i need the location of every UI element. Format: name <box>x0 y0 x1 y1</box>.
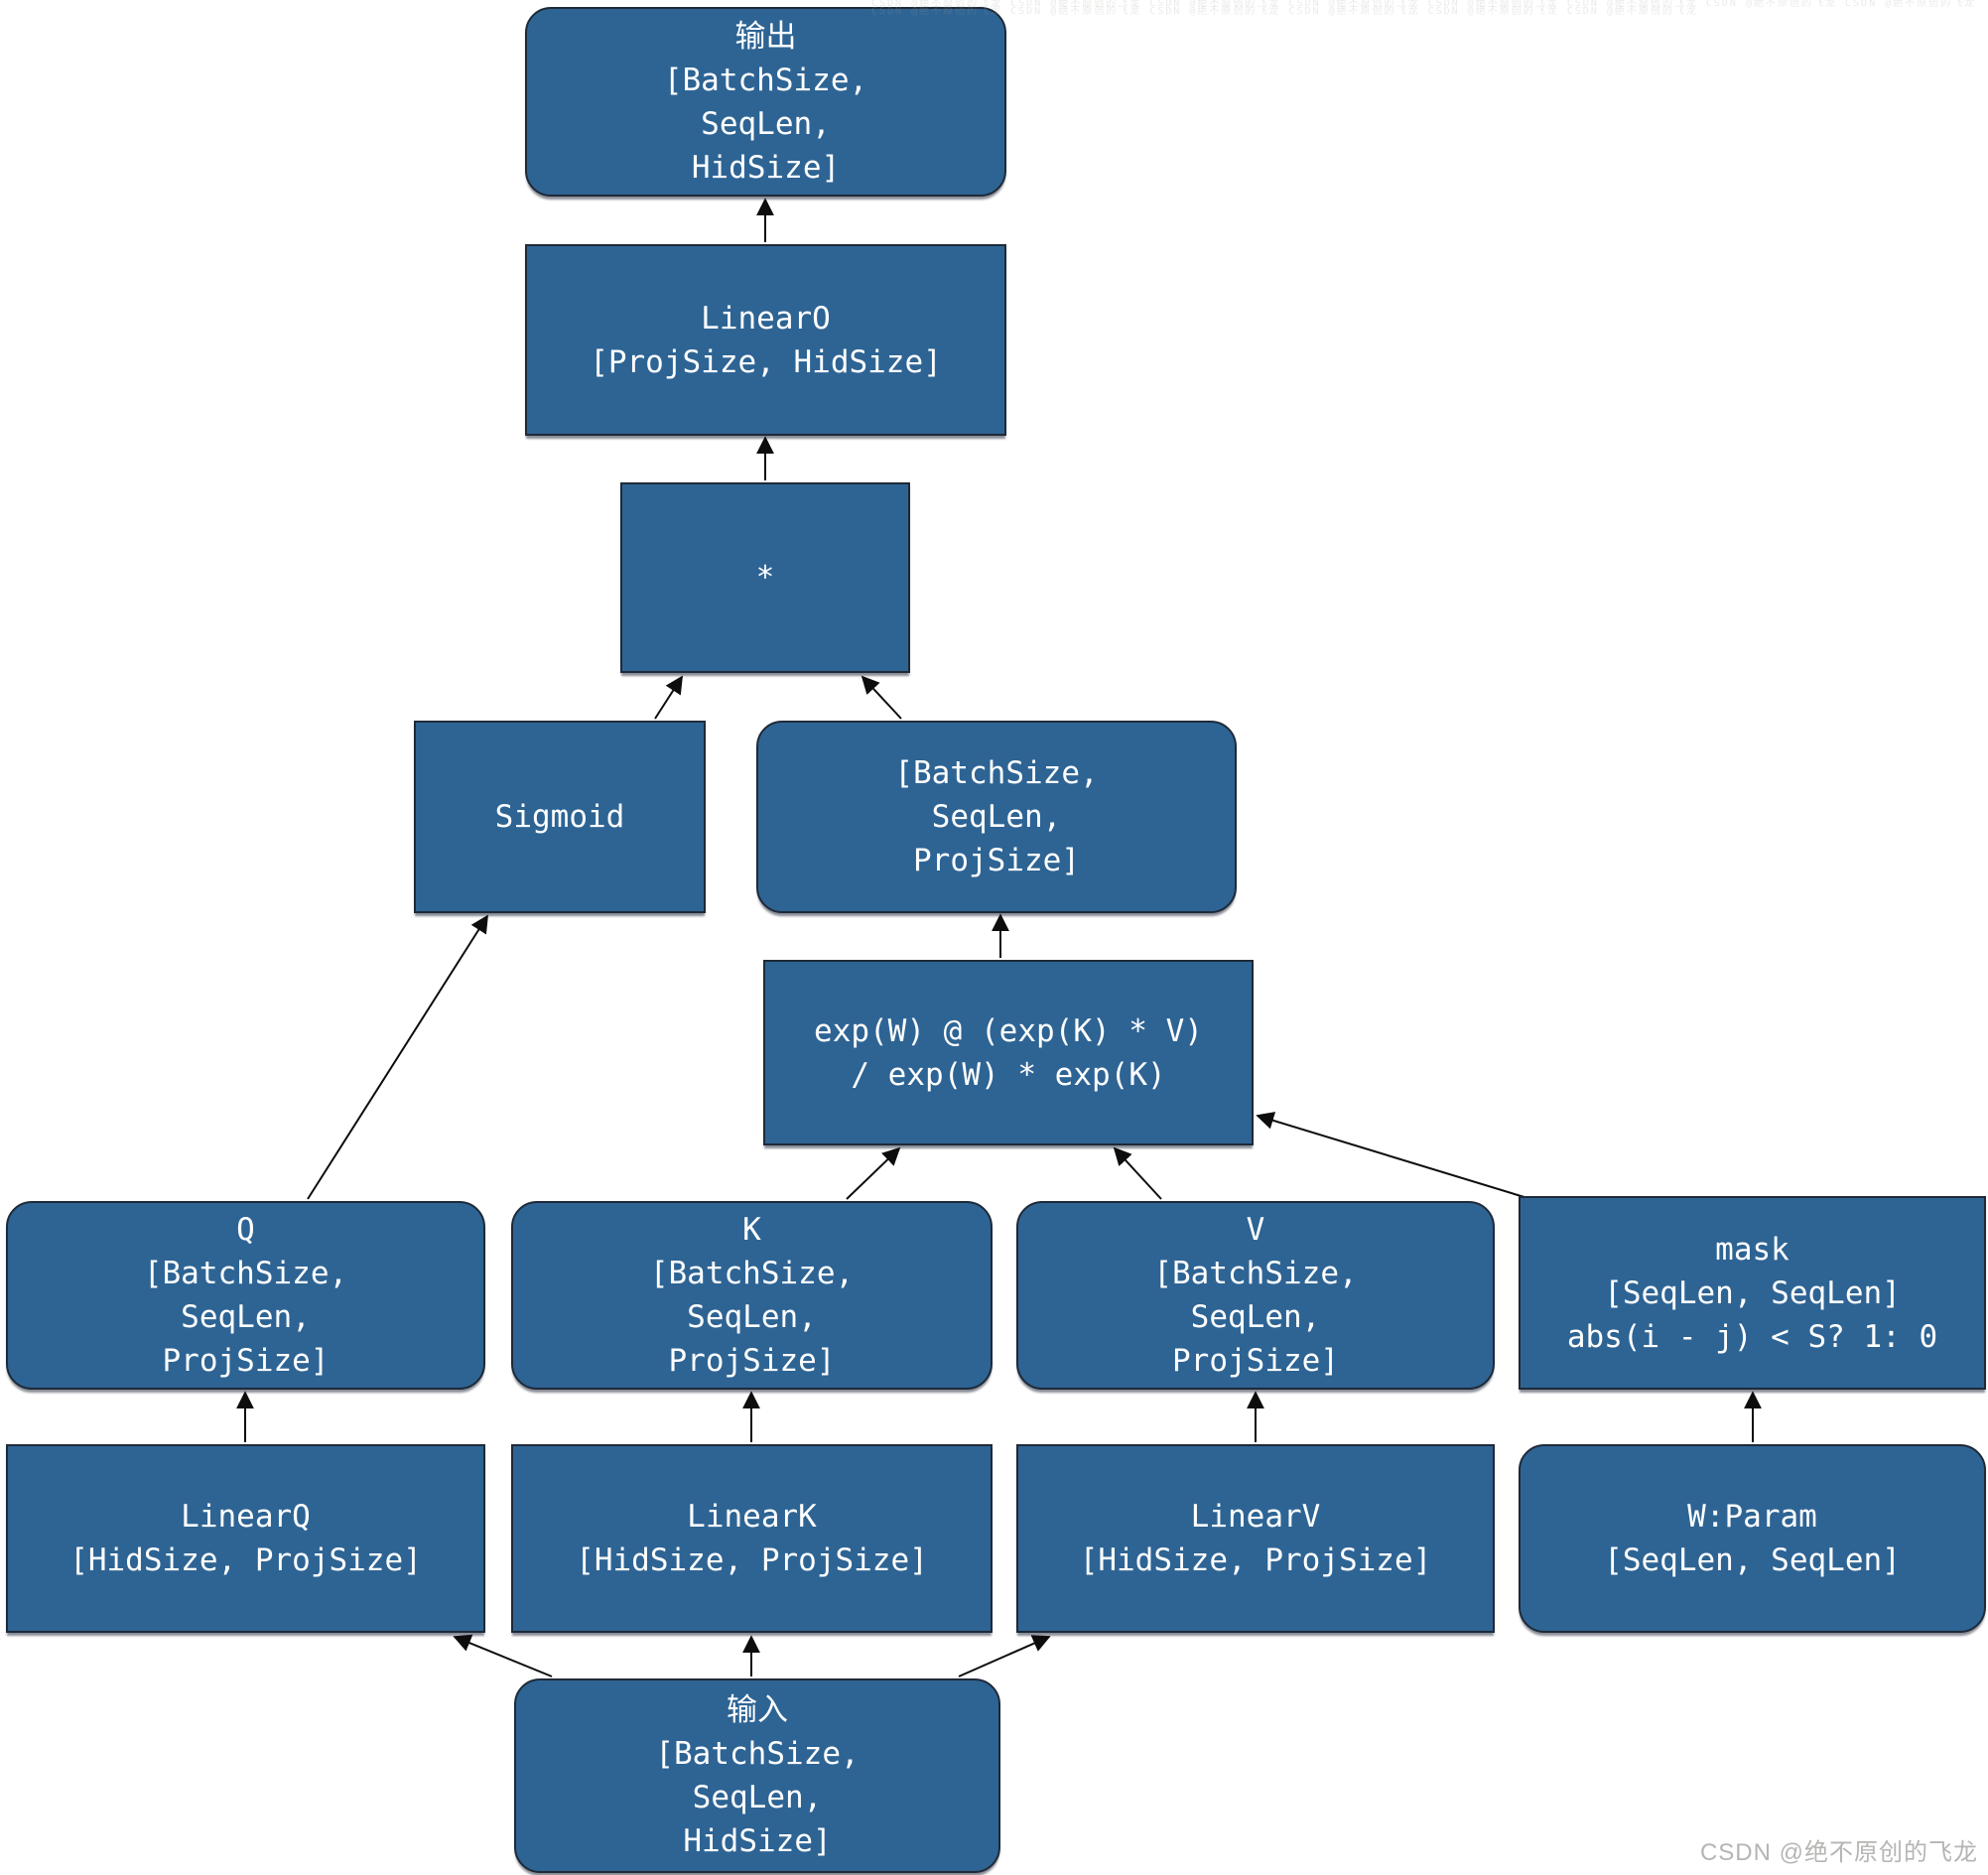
node-label-line: Q <box>236 1212 255 1248</box>
node-label-line: ProjSize] <box>1172 1343 1339 1379</box>
node-label-line: 输出 <box>734 18 797 55</box>
node-label-line: mask <box>1715 1231 1789 1268</box>
node-linear-v: LinearV [HidSize, ProjSize] <box>1016 1444 1495 1633</box>
edge-k-to-expr <box>846 1146 901 1200</box>
node-label-line: SeqLen, <box>692 1780 823 1815</box>
node-label-line: ProjSize] <box>668 1343 836 1379</box>
node-mul: * <box>620 482 910 673</box>
node-label-line: [HidSize, ProjSize] <box>1079 1542 1432 1578</box>
node-q: Q [BatchSize, SeqLen, ProjSize] <box>6 1201 485 1390</box>
node-label-line: / exp(W) * exp(K) <box>851 1056 1166 1093</box>
node-label-line: [BatchSize, <box>663 62 868 98</box>
node-label-line: 输入 <box>727 1692 788 1728</box>
node-label-line: W:Param <box>1687 1499 1817 1535</box>
node-label-line: HidSize] <box>683 1823 832 1859</box>
node-label-line: V <box>1246 1212 1265 1248</box>
top-watermark-strip: CSDN @绝不原创的飞龙 CSDN @绝不原创的飞龙 CSDN @绝不原创的飞… <box>871 0 1977 16</box>
edge-sigmoid-to-mul <box>654 675 683 720</box>
edge-bsp-to-mul <box>861 675 902 720</box>
node-label-line: HidSize] <box>691 149 841 186</box>
node-expr: exp(W) @ (exp(K) * V) / exp(W) * exp(K) <box>763 960 1254 1145</box>
node-label-line: LinearQ <box>181 1499 311 1535</box>
node-sigmoid: Sigmoid <box>414 721 706 913</box>
node-linear-k: LinearK [HidSize, ProjSize] <box>511 1444 993 1633</box>
node-linear-o: LinearO [ProjSize, HidSize] <box>525 244 1006 436</box>
edge-input-to-linear-v <box>958 1635 1051 1677</box>
node-label-line: exp(W) @ (exp(K) * V) <box>814 1012 1203 1049</box>
node-label-line: [SeqLen, SeqLen] <box>1604 1274 1901 1311</box>
node-label-line: K <box>742 1212 761 1248</box>
node-label-line: ProjSize] <box>913 843 1080 878</box>
node-label-line: [BatchSize, <box>1153 1256 1358 1291</box>
node-label-line: SeqLen, <box>931 799 1062 835</box>
node-label-line: * <box>755 560 775 596</box>
node-label-line: [BatchSize, <box>649 1256 855 1291</box>
node-label-line: SeqLen, <box>701 105 831 142</box>
node-label-line: abs(i - j) < S? 1: 0 <box>1566 1318 1938 1355</box>
node-label-line: [BatchSize, <box>894 755 1099 791</box>
node-mask: mask [SeqLen, SeqLen] abs(i - j) < S? 1: 0 <box>1519 1196 1986 1390</box>
node-label-line: ProjSize] <box>162 1343 330 1379</box>
edge-mask-to-expr <box>1256 1112 1528 1199</box>
node-label-line: LinearK <box>687 1499 817 1535</box>
node-input: 输入 [BatchSize, SeqLen, HidSize] <box>514 1678 1000 1873</box>
node-label-line: [BatchSize, <box>143 1256 348 1291</box>
node-w-param: W:Param [SeqLen, SeqLen] <box>1519 1444 1986 1633</box>
edge-input-to-linear-q <box>453 1634 553 1677</box>
edge-v-to-expr <box>1113 1146 1162 1200</box>
edge-q-to-sigmoid <box>307 914 488 1200</box>
node-label-line: [HidSize, ProjSize] <box>69 1542 422 1578</box>
node-label-line: Sigmoid <box>494 799 625 835</box>
node-label-line: SeqLen, <box>687 1299 817 1335</box>
node-label-line: LinearV <box>1190 1499 1321 1535</box>
node-label-line: SeqLen, <box>181 1299 311 1335</box>
csdn-watermark: CSDN @绝不原创的飞龙 <box>1699 1839 1978 1866</box>
node-label-line: LinearO <box>701 300 831 336</box>
node-output: 输出 [BatchSize, SeqLen, HidSize] <box>525 7 1006 197</box>
node-k: K [BatchSize, SeqLen, ProjSize] <box>511 1201 993 1390</box>
node-label-line: [HidSize, ProjSize] <box>576 1542 928 1578</box>
node-label-line: [SeqLen, SeqLen] <box>1604 1542 1901 1578</box>
node-bsp: [BatchSize, SeqLen, ProjSize] <box>756 721 1237 913</box>
node-linear-q: LinearQ [HidSize, ProjSize] <box>6 1444 485 1633</box>
node-label-line: [ProjSize, HidSize] <box>590 343 942 380</box>
node-v: V [BatchSize, SeqLen, ProjSize] <box>1016 1201 1495 1390</box>
node-label-line: [BatchSize, <box>655 1736 860 1772</box>
node-label-line: SeqLen, <box>1190 1299 1321 1335</box>
